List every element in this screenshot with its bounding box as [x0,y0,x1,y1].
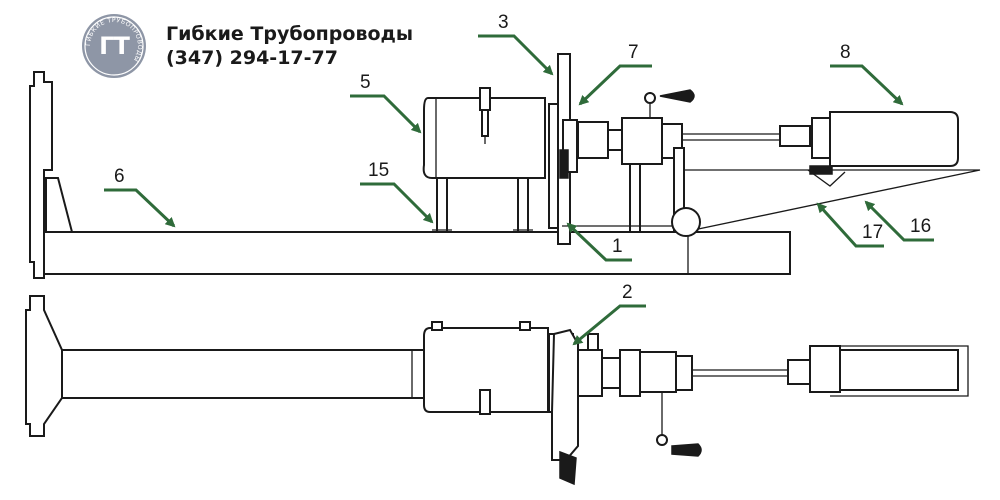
company-phone[interactable]: (347) 294-17-77 [166,47,338,69]
support-legs [432,177,533,233]
company-name: Гибкие Трубопроводы [166,23,414,45]
logo-ring: ГИБКИЕ ТРУБОПРОВОДЫ [84,16,144,76]
callout-2: 2 [572,282,646,346]
top-beam [61,349,425,399]
callout-label-3: 3 [498,12,509,33]
callout-label-15: 15 [368,160,389,181]
callout-5: 5 [350,72,422,134]
side-disc-assembly [548,53,578,245]
top-drive-rod [692,359,811,385]
callout-label-17: 17 [862,222,883,243]
top-end-flange [25,295,63,437]
side-housing [422,87,546,179]
callout-label-8: 8 [840,42,851,63]
callout-17: 17 [816,202,884,248]
callout-label-6: 6 [114,166,125,187]
top-view [25,295,969,486]
base-beam [43,231,791,275]
side-support-strut [671,165,981,237]
callout-6: 6 [104,166,176,228]
callout-16: 16 [864,200,934,242]
callout-8: 8 [830,42,904,106]
top-shaft-bearing [587,333,702,457]
company-header: Гибкие Трубопроводы (347) 294-17-77 [166,22,413,70]
callout-label-1: 1 [612,236,623,257]
callout-3: 3 [478,12,554,76]
callout-label-2: 2 [622,282,633,303]
callout-label-16: 16 [910,216,931,237]
side-motor [811,111,959,167]
side-end-flange [29,71,74,279]
callout-label-5: 5 [360,72,371,93]
callout-label-7: 7 [628,42,639,63]
company-logo: ГИБКИЕ ТРУБОПРОВОДЫ ГТ [82,14,146,78]
side-view [29,53,981,279]
callout-15: 15 [360,160,434,224]
callout-1: 1 [566,222,632,262]
side-drive-rod [682,125,811,147]
side-shaft-bearing [562,89,695,233]
top-disc-assembly [548,328,603,486]
top-motor [809,345,969,397]
callout-7: 7 [578,42,652,106]
top-housing [423,321,549,415]
logo-mark: ГТ [99,32,130,60]
